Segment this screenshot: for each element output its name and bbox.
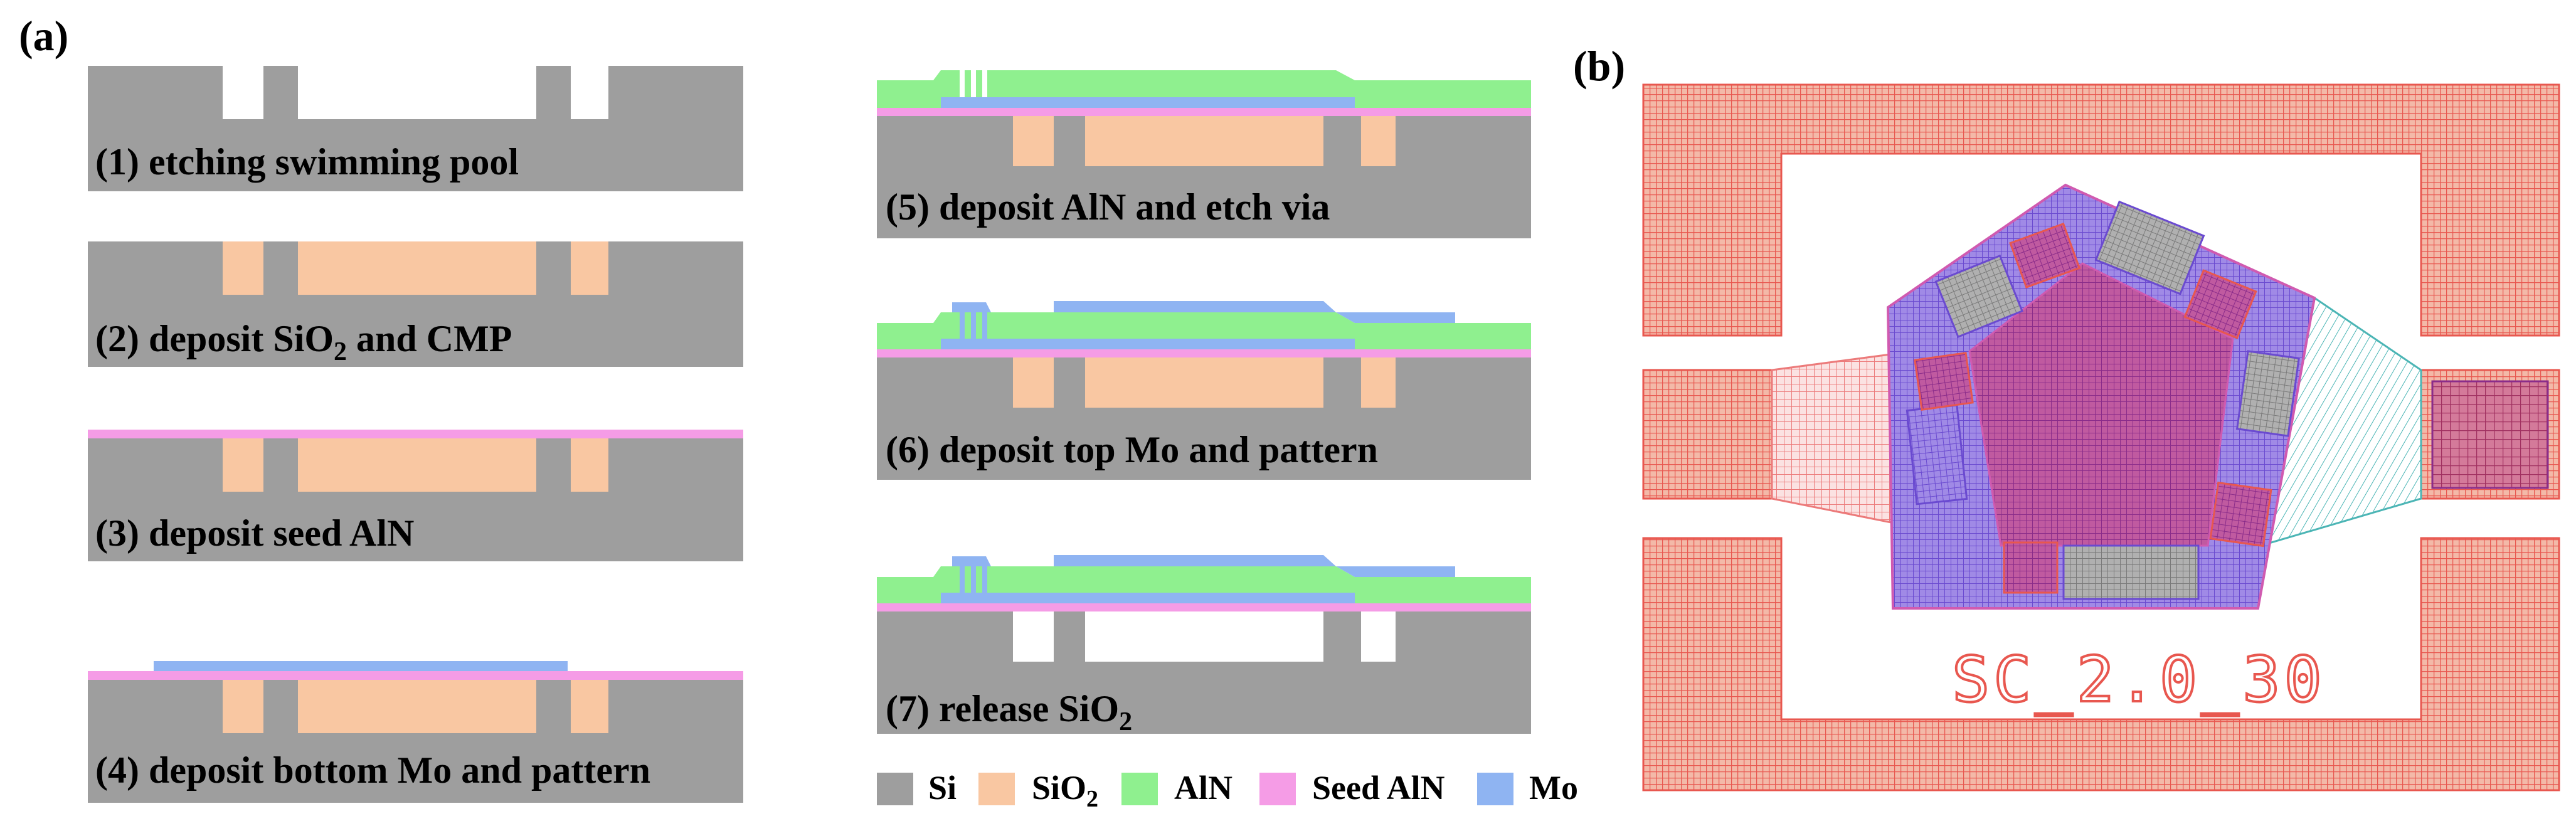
legend: Si SiO2 AlN Seed AlN Mo <box>877 769 1578 812</box>
step-1-label: (1) etching swimming pool <box>95 141 519 183</box>
device-id-label: SC_2.0_30 <box>1952 643 2326 716</box>
panel-label-a: (a) <box>19 12 68 60</box>
step-3-label: (3) deposit seed AlN <box>95 512 414 554</box>
legend-swatch-aln <box>1121 773 1158 805</box>
step-6-label: (6) deposit top Mo and pattern <box>886 429 1378 470</box>
step-1-diagram: (1) etching swimming pool <box>88 66 743 191</box>
step-5-diagram: (5) deposit AlN and etch via <box>877 70 1531 238</box>
legend-label-si: Si <box>928 769 957 807</box>
legend-label-seed-aln: Seed AlN <box>1312 769 1445 807</box>
step-7-diagram: (7) release SiO2 <box>877 555 1531 736</box>
resonator-layout: SC_2.0_30 <box>1642 83 2560 791</box>
step-2-label: (2) deposit SiO2 and CMP <box>95 318 512 366</box>
step-2-diagram: (2) deposit SiO2 and CMP <box>88 241 743 367</box>
left-signal-pad <box>1642 369 1773 500</box>
legend-label-mo: Mo <box>1529 769 1578 807</box>
legend-swatch-sio2 <box>978 773 1015 805</box>
step-5-label: (5) deposit AlN and etch via <box>886 186 1330 228</box>
legend-label-sio2: SiO2 <box>1032 769 1098 812</box>
step-3-diagram: (3) deposit seed AlN <box>88 430 743 561</box>
step-4-diagram: (4) deposit bottom Mo and pattern <box>88 661 743 803</box>
panel-label-b: (b) <box>1573 42 1625 90</box>
step-4-label: (4) deposit bottom Mo and pattern <box>95 749 650 791</box>
legend-label-aln: AlN <box>1174 769 1232 807</box>
bottom-frame-electrode <box>1642 537 2560 791</box>
legend-swatch-si <box>877 773 913 805</box>
step-7-label: (7) release SiO2 <box>886 688 1132 736</box>
step-6-diagram: (6) deposit top Mo and pattern <box>877 301 1531 480</box>
top-frame-electrode <box>1642 83 2560 337</box>
legend-swatch-seed-aln <box>1259 773 1296 805</box>
legend-swatch-mo <box>1477 773 1513 805</box>
